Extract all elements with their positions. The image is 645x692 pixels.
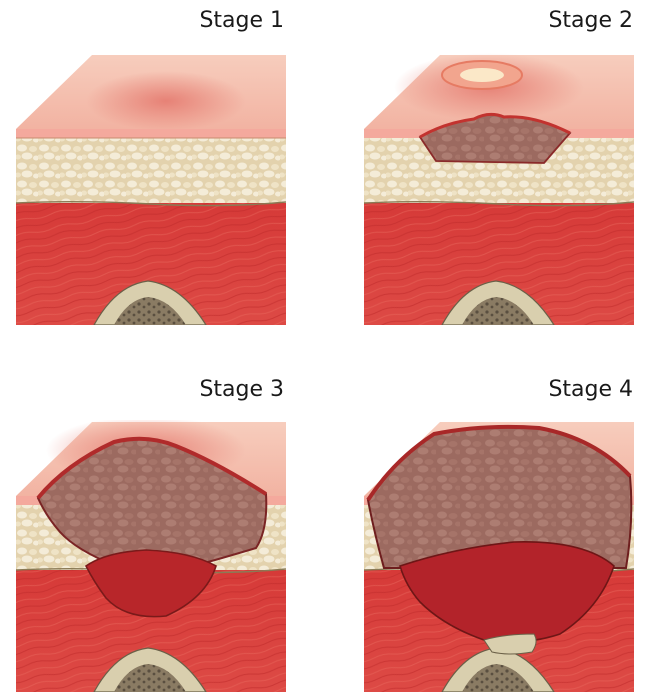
- blister: [442, 61, 522, 89]
- stage-1-title: Stage 1: [199, 8, 284, 33]
- fat-layer: [16, 137, 286, 206]
- stage-3-title: Stage 3: [199, 377, 284, 402]
- redness-area: [86, 71, 246, 131]
- stage-2-title: Stage 2: [548, 8, 633, 33]
- stage-1-illustration: [16, 53, 286, 325]
- stage-3-illustration: [16, 420, 286, 692]
- stage-4-illustration: [364, 420, 634, 692]
- stage-2-illustration: [364, 53, 634, 325]
- stage-4-title: Stage 4: [548, 377, 633, 402]
- skin-surface: [16, 55, 286, 138]
